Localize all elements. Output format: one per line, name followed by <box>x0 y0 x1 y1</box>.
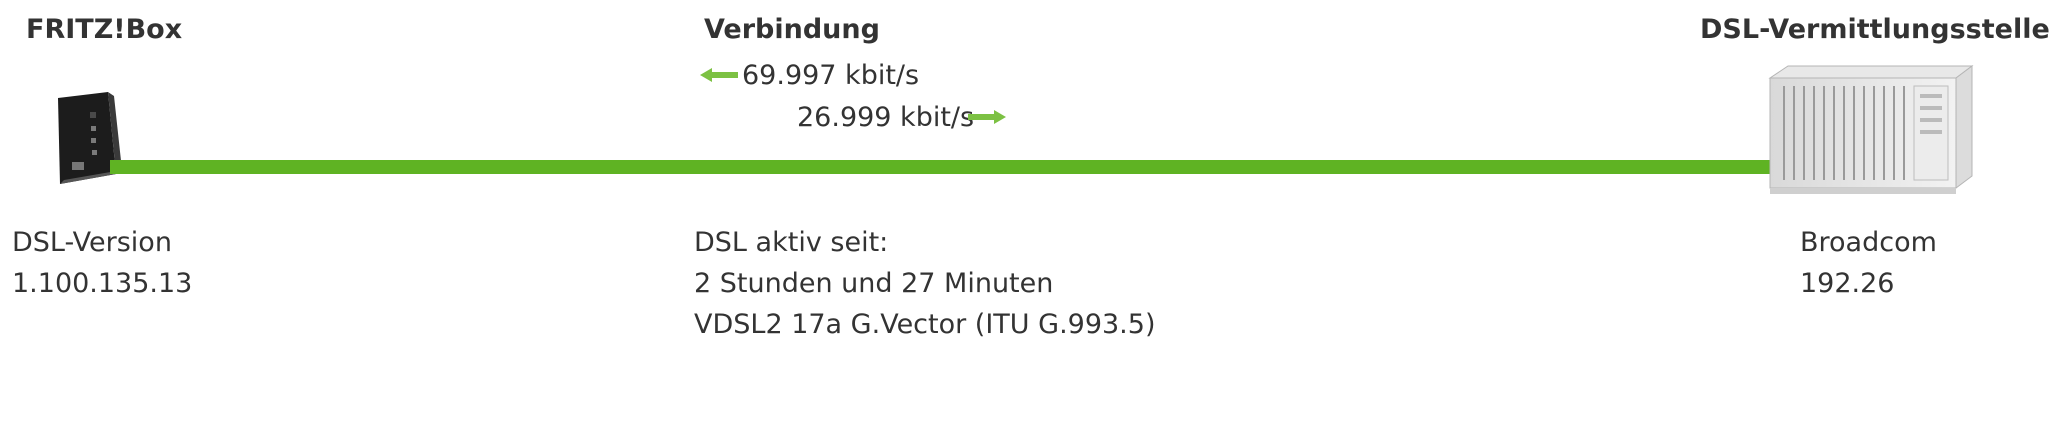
dsl-version-label: DSL-Version <box>12 227 172 258</box>
dsl-connection-line <box>110 160 1790 174</box>
fritzbox-router-icon <box>58 92 122 184</box>
upstream-rate: 26.999 kbit/s <box>797 102 975 133</box>
arrow-right-icon <box>968 110 1006 124</box>
dsl-active-duration: 2 Stunden und 27 Minuten <box>694 268 1054 299</box>
exchange-vendor: Broadcom <box>1800 227 1937 258</box>
connection-title: Verbindung <box>704 14 880 45</box>
downstream-rate: 69.997 kbit/s <box>742 60 920 91</box>
dsl-exchange-rack-icon <box>1768 65 1974 194</box>
fritzbox-title: FRITZ!Box <box>26 14 183 45</box>
dsl-active-label: DSL aktiv seit: <box>694 227 889 258</box>
exchange-title: DSL-Vermittlungsstelle <box>1700 14 2050 45</box>
arrow-left-icon <box>700 68 738 82</box>
dsl-version-value: 1.100.135.13 <box>12 268 193 299</box>
dsl-mode: VDSL2 17a G.Vector (ITU G.993.5) <box>694 309 1156 340</box>
exchange-version: 192.26 <box>1800 268 1895 299</box>
